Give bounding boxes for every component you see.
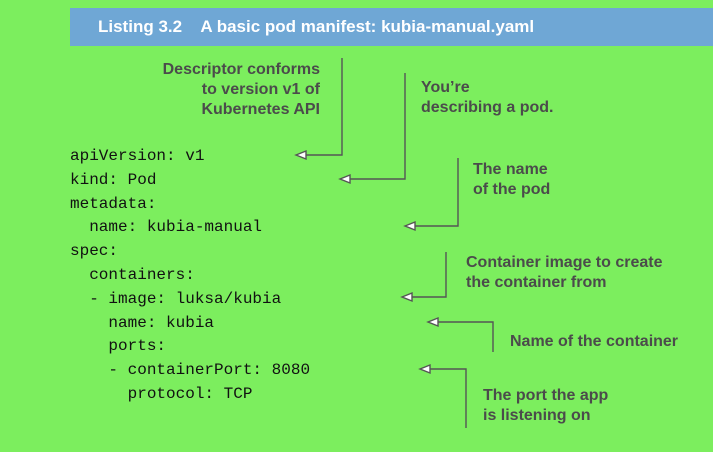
arrowhead-icon xyxy=(418,363,431,375)
annotation-line: Container image to create xyxy=(466,254,663,271)
arrowhead-icon xyxy=(338,173,351,185)
annotation-pod-name: The name of the pod xyxy=(473,160,550,200)
arrowhead-icon xyxy=(426,316,439,328)
annotation-line: Kubernetes API xyxy=(201,101,320,118)
code-line: protocol: TCP xyxy=(70,384,253,403)
annotation-line: The name xyxy=(473,161,548,178)
annotation-line: of the pod xyxy=(473,181,551,198)
code-line: kind: Pod xyxy=(70,170,157,189)
arrowhead-icon xyxy=(294,149,307,161)
code-line: name: kubia-manual xyxy=(70,218,263,237)
annotation-api-version: Descriptor conforms to version v1 of Kub… xyxy=(120,60,320,120)
leader-line-container-name xyxy=(438,321,494,352)
arrowhead-icon xyxy=(403,220,416,232)
annotation-kind: You’re describing a pod. xyxy=(421,78,553,118)
code-line: - image: luksa/kubia xyxy=(70,289,282,308)
leader-line-api-version xyxy=(306,58,343,156)
leader-line-kind xyxy=(350,73,406,180)
listing-header: Listing 3.2 A basic pod manifest: kubia-… xyxy=(70,8,713,46)
annotation-line: is listening on xyxy=(483,407,591,424)
annotation-container-name: Name of the container xyxy=(510,332,678,352)
annotation-line: describing a pod. xyxy=(421,99,554,116)
leader-line-pod-name xyxy=(415,158,459,227)
annotation-line: The port the app xyxy=(483,387,609,404)
annotation-line: Descriptor conforms xyxy=(162,61,320,78)
code-block: apiVersion: v1 kind: Pod metadata: name: k… xyxy=(70,145,310,407)
code-line: metadata: xyxy=(70,194,157,213)
code-line: apiVersion: v1 xyxy=(70,147,205,165)
annotation-line: You’re xyxy=(421,79,470,96)
leader-line-image xyxy=(412,252,447,298)
arrowhead-icon xyxy=(400,291,413,303)
annotation-image: Container image to create the container … xyxy=(466,253,663,293)
annotation-line: to version v1 of xyxy=(201,81,320,98)
code-line: spec: xyxy=(70,242,119,261)
annotation-line: the container from xyxy=(466,274,607,291)
leader-line-port xyxy=(430,368,467,428)
code-line: ports: xyxy=(70,337,167,356)
annotation-port: The port the app is listening on xyxy=(483,386,608,426)
code-line: - containerPort: 8080 xyxy=(70,361,311,380)
code-line: name: kubia xyxy=(70,313,215,332)
annotation-line: Name of the container xyxy=(510,333,679,350)
code-line: containers: xyxy=(70,265,195,284)
listing-title: Listing 3.2 A basic pod manifest: kubia-… xyxy=(98,17,535,36)
